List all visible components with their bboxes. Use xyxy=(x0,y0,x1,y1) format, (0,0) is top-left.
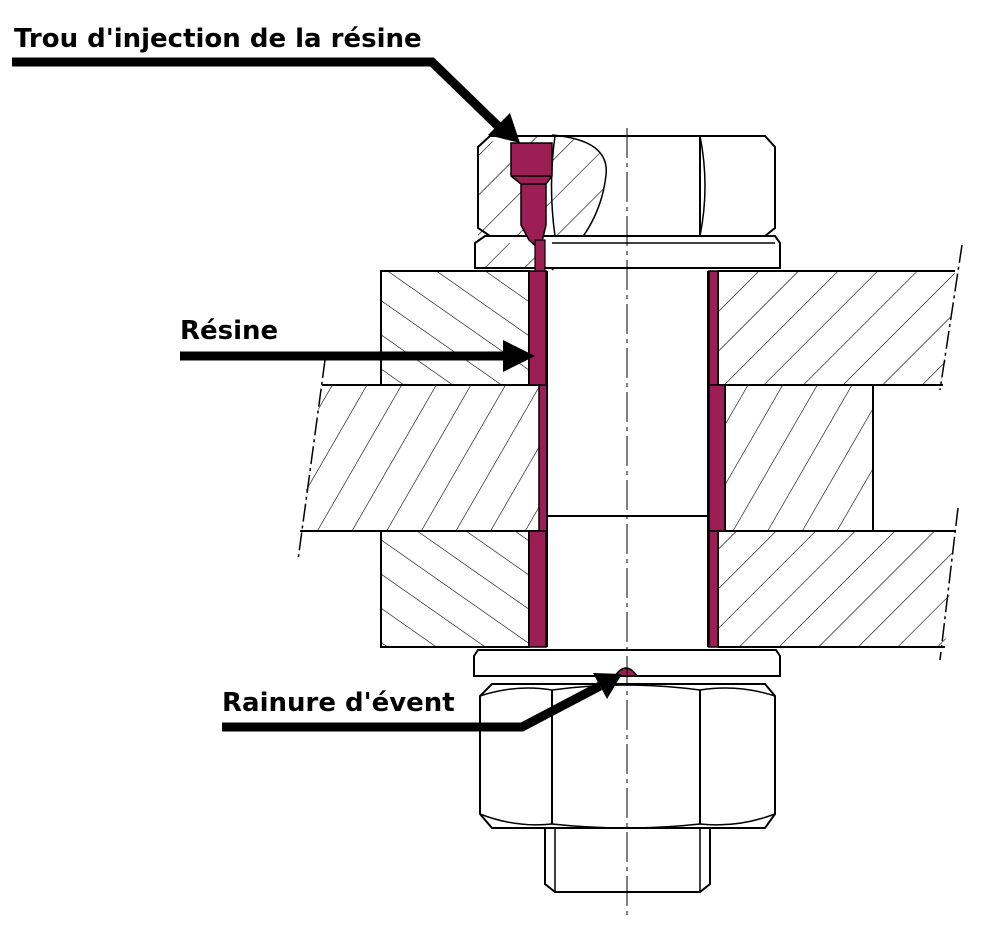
arrow-resine xyxy=(180,340,535,372)
middle-plate xyxy=(297,359,874,561)
top-plate xyxy=(380,244,963,391)
label-injection-hole: Trou d'injection de la résine xyxy=(14,24,422,54)
bottom-plate xyxy=(380,507,959,661)
label-vent-groove: Rainure d'évent xyxy=(222,688,455,718)
injection-hole xyxy=(510,142,553,272)
arrow-vent xyxy=(222,673,622,732)
resin-layer xyxy=(528,270,726,648)
arrow-injection xyxy=(12,57,520,143)
label-resin: Résine xyxy=(180,316,279,346)
